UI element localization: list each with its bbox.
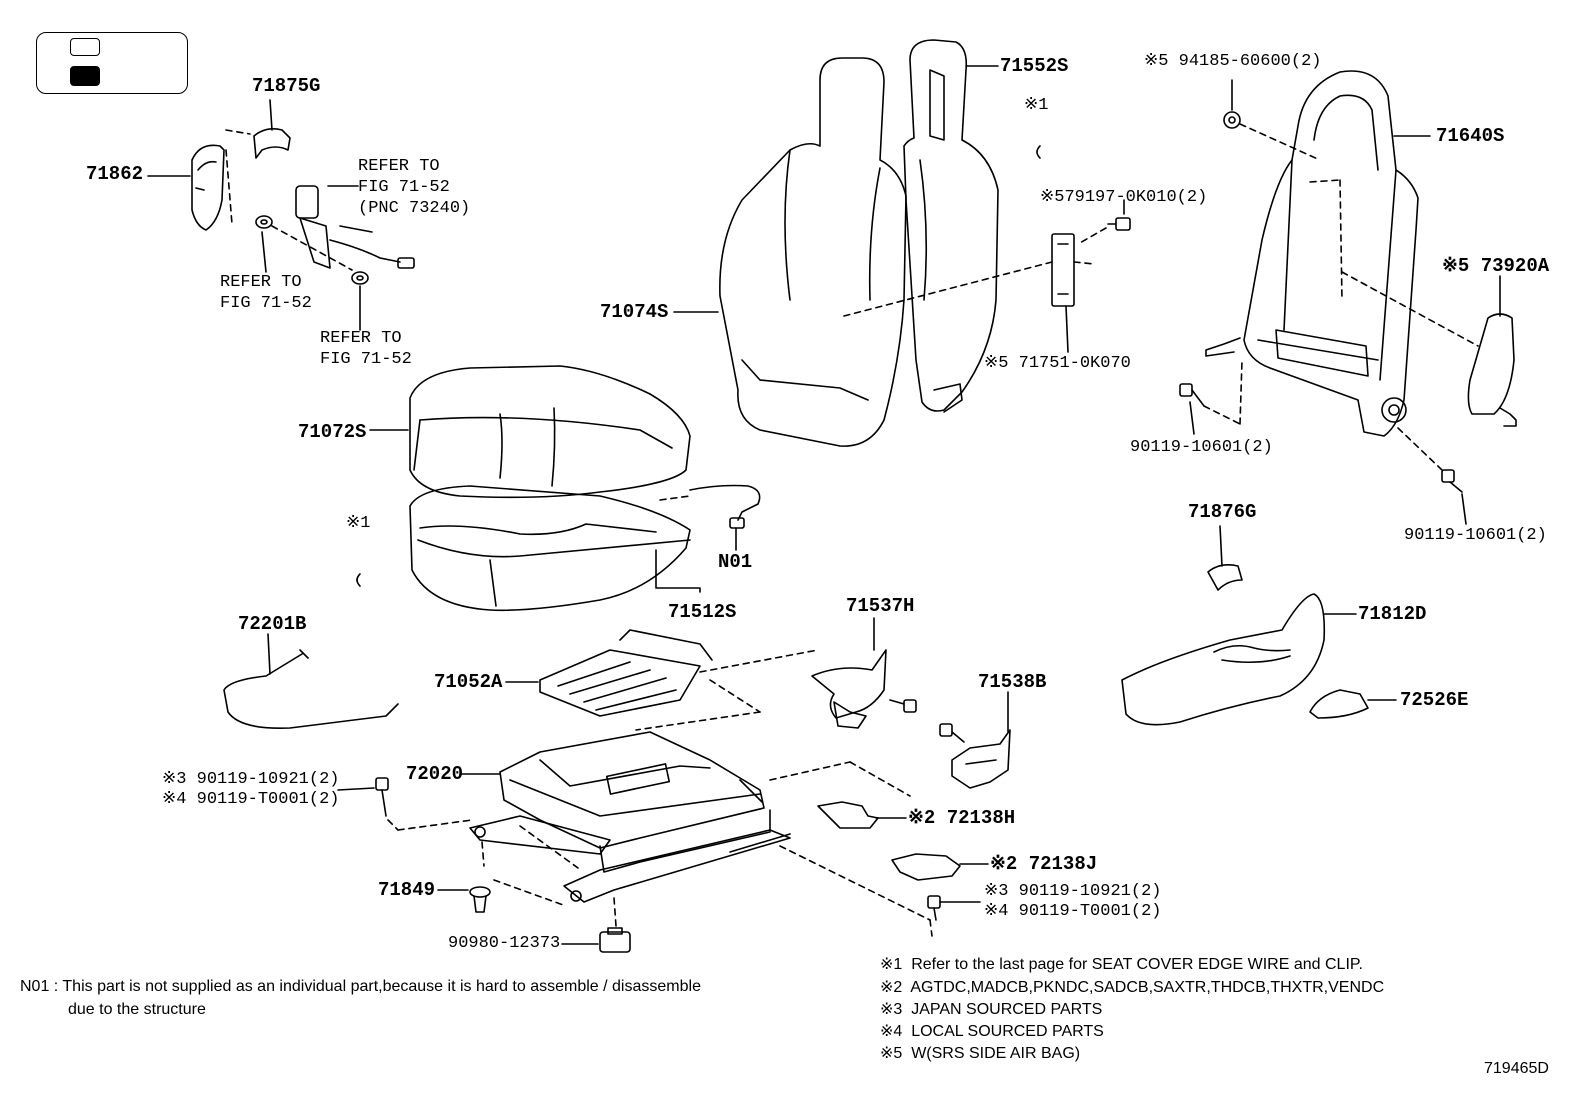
cushion-pad-drawing	[409, 485, 691, 612]
part-number-71849: 71849	[378, 879, 436, 901]
bolt-71537H-drawing	[889, 699, 917, 713]
note-marker-1-top: ※1	[1024, 96, 1049, 115]
refer-fig-71-52-right: REFER TO FIG 71-52	[320, 329, 412, 369]
part-number-73920A: ※5 73920A	[1442, 255, 1550, 277]
leader-71512S	[655, 549, 701, 593]
part-number-72138H: ※2 72138H	[908, 807, 1016, 829]
wire-72201B-drawing	[223, 649, 399, 729]
part-number-90119-10921-left: ※3 90119-10921(2)	[162, 770, 340, 789]
airbag-bracket-drawing	[1051, 233, 1075, 307]
note-marker-1-left: ※1	[346, 514, 371, 533]
seat-frame-drawing	[499, 731, 771, 873]
clip-71849-drawing	[469, 886, 491, 913]
leader-72201B	[267, 633, 271, 675]
nut-right-drawing	[351, 271, 369, 285]
cushion-cover-drawing	[409, 365, 691, 499]
bolt-10921-left-drawing	[375, 777, 389, 817]
part-number-71875G: 71875G	[252, 75, 321, 97]
part-number-71812D: 71812D	[1358, 603, 1427, 625]
connector-90980-drawing	[599, 927, 631, 953]
figure-id: 719465D	[1484, 1060, 1549, 1077]
bolt-10601-left-drawing	[1179, 383, 1205, 407]
cover-72138H-drawing	[817, 801, 879, 829]
seatback-cover-rear-drawing	[903, 39, 999, 413]
part-number-N01: N01	[718, 551, 753, 573]
side-airbag-drawing	[1467, 313, 1517, 427]
bolt-10601-right-drawing	[1441, 469, 1463, 493]
side-shield-drawing	[1121, 593, 1326, 726]
note-2: ※2 AGTDC,MADCB,PKNDC,SADCB,SAXTR,THDCB,T…	[880, 979, 1385, 996]
cover-72138J-drawing	[891, 853, 961, 881]
leader-10601b	[1461, 493, 1467, 525]
refer-fig-71-52-left: REFER TO FIG 71-52	[220, 273, 312, 313]
part-number-71862: 71862	[86, 163, 144, 185]
part-number-90119-T0001-right: ※4 90119-T0001(2)	[984, 902, 1162, 921]
legend-filled-symbol	[70, 66, 100, 86]
part-number-90119-10601-b: 90119-10601(2)	[1404, 526, 1547, 545]
leader-10921-left	[337, 787, 375, 791]
leader-refer2	[261, 231, 267, 273]
spring-mat-drawing	[539, 629, 713, 717]
part-number-90980-12373: 90980-12373	[448, 934, 561, 953]
note-4: ※4 LOCAL SOURCED PARTS	[880, 1023, 1104, 1040]
cap-nut-94185-drawing	[1223, 111, 1241, 129]
part-number-71538B: 71538B	[978, 671, 1047, 693]
cover-71876G-drawing	[1207, 564, 1243, 591]
clip-top-drawing	[1036, 145, 1041, 159]
part-number-71512S: 71512S	[668, 601, 737, 623]
part-number-90119-10921-right: ※3 90119-10921(2)	[984, 882, 1162, 901]
note-1: ※1 Refer to the last page for SEAT COVER…	[880, 956, 1363, 973]
seatback-cover-front-drawing	[719, 57, 907, 447]
note-3: ※3 JAPAN SOURCED PARTS	[880, 1001, 1103, 1018]
leader-71875G	[269, 99, 273, 131]
hinge-cover-71875G-drawing	[253, 128, 291, 159]
seat-rails-drawing	[469, 815, 791, 903]
part-number-71072S: 71072S	[298, 421, 367, 443]
seatback-frame-drawing	[1205, 70, 1419, 437]
part-number-94185-60600: ※5 94185-60600(2)	[1144, 52, 1322, 71]
legend-box	[36, 32, 188, 94]
part-number-72201B: 72201B	[238, 613, 307, 635]
part-number-71052A: 71052A	[434, 671, 503, 693]
part-number-72138J: ※2 72138J	[990, 853, 1098, 875]
nut-left-drawing	[255, 215, 273, 229]
part-number-79197-0K010: ※579197-0K010(2)	[1040, 188, 1208, 207]
part-number-90119-10601-a: 90119-10601(2)	[1130, 438, 1273, 457]
n01-harness-drawing	[689, 484, 761, 529]
refer-fig-71-52-pnc: REFER TO FIG 71-52 (PNC 73240)	[358, 157, 471, 218]
bolt-10921-right-drawing	[927, 895, 941, 921]
note-5: ※5 W(SRS SIDE AIR BAG)	[880, 1045, 1081, 1062]
bracket-71538B-drawing	[951, 729, 1011, 789]
part-number-71074S: 71074S	[600, 301, 669, 323]
bracket-71537H-drawing	[811, 649, 887, 729]
leader-10601a	[1189, 401, 1195, 435]
bolt-71538B-drawing	[939, 723, 965, 743]
part-number-71876G: 71876G	[1188, 501, 1257, 523]
seat-belt-buckle-drawing	[295, 185, 415, 269]
clip-left-drawing	[356, 573, 361, 587]
part-number-71751-0K070: ※5 71751-0K070	[984, 354, 1131, 373]
side-cover-71862-drawing	[191, 144, 225, 231]
footnote-n01-line2: due to the structure	[68, 1001, 206, 1018]
part-number-71537H: 71537H	[846, 595, 915, 617]
knob-72526E-drawing	[1309, 689, 1369, 719]
leader-71751	[1065, 305, 1069, 353]
part-number-71552S: 71552S	[1000, 55, 1069, 77]
leader-71876G	[1219, 525, 1223, 567]
part-number-72526E: 72526E	[1400, 689, 1469, 711]
part-number-72020: 72020	[406, 763, 464, 785]
bolt-79197-drawing	[1107, 217, 1131, 231]
footnote-n01-line1: N01 : This part is not supplied as an in…	[20, 978, 701, 995]
legend-open-symbol	[70, 38, 100, 56]
part-number-71640S: 71640S	[1436, 125, 1505, 147]
part-number-90119-T0001-left: ※4 90119-T0001(2)	[162, 790, 340, 809]
